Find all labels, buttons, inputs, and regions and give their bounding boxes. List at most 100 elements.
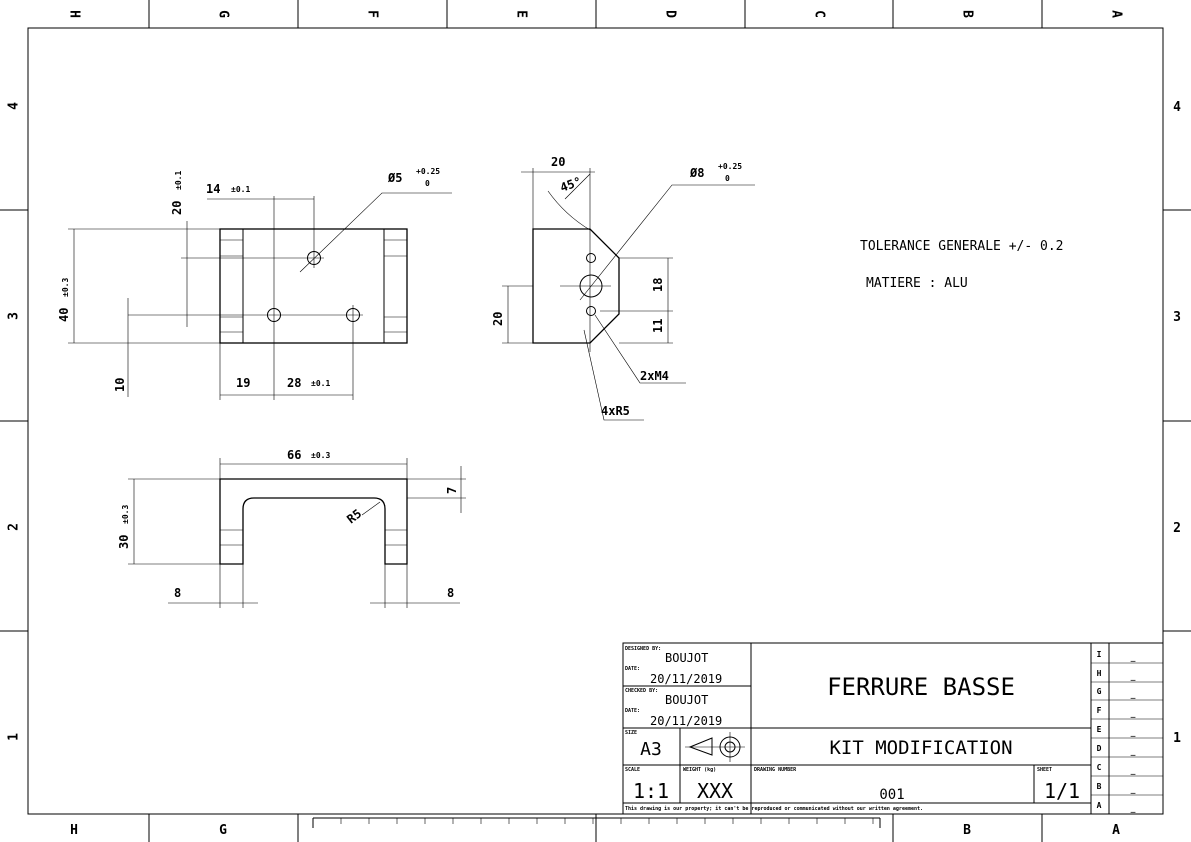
size-value: A3 xyxy=(640,739,662,760)
dim-side-20-left: 20 xyxy=(491,312,505,326)
projection-symbol-icon xyxy=(685,732,745,762)
dim-side-18: 18 xyxy=(651,278,665,292)
zone-bottom-a: A xyxy=(1112,823,1120,838)
rev-letter-e: E xyxy=(1097,725,1102,734)
designed-by: BOUJOT xyxy=(665,651,708,665)
scale-value: 1:1 xyxy=(633,779,669,803)
note-tolerance: TOLERANCE GENERALE +/- 0.2 xyxy=(860,239,1064,254)
dim-side-radius: 4xR5 xyxy=(601,404,630,418)
dim-front-66: 66 xyxy=(287,448,301,462)
weight-value: XXX xyxy=(697,779,733,803)
zone-bottom-h: H xyxy=(70,823,78,838)
dim-side-hole-tol-low: 0 xyxy=(725,174,730,183)
zone-labels-left: 4 3 2 1 xyxy=(7,102,22,741)
rev-value-h: _ xyxy=(1131,672,1136,681)
rev-letter-d: D xyxy=(1097,744,1102,753)
dim-side-angle: 45° xyxy=(558,174,583,195)
zone-right-3: 3 xyxy=(1173,310,1181,325)
dim-front-30-tol: ±0.3 xyxy=(121,505,130,524)
rev-letter-g: G xyxy=(1097,687,1102,696)
note-material: MATIERE : ALU xyxy=(866,276,968,291)
sheet-value: 1/1 xyxy=(1044,779,1080,803)
checked-by-label: CHECKED BY: xyxy=(625,688,658,694)
designed-by-label: DESIGNED BY: xyxy=(625,646,661,652)
zone-top-g: G xyxy=(216,10,231,18)
zone-labels-top: H G F E D C B A xyxy=(67,10,1124,18)
sheet-label: SHEET xyxy=(1037,767,1052,773)
zone-right-2: 2 xyxy=(1173,521,1181,536)
drawing-subtitle: KIT MODIFICATION xyxy=(829,737,1012,759)
dim-top-40: 40 xyxy=(57,308,71,322)
rev-value-i: _ xyxy=(1131,653,1136,662)
checked-by: BOUJOT xyxy=(665,693,708,707)
rev-value-d: _ xyxy=(1131,747,1136,756)
rev-letter-f: F xyxy=(1097,706,1102,715)
dim-front-radius: R5 xyxy=(344,506,364,526)
rev-letter-h: H xyxy=(1097,669,1102,678)
date-label-1: DATE: xyxy=(625,666,640,672)
zone-top-c: C xyxy=(812,10,827,18)
zone-left-1: 1 xyxy=(7,733,22,741)
dim-top-20-tol: ±0.1 xyxy=(174,171,183,190)
drawing-number: 001 xyxy=(879,787,904,803)
dim-top-14-tol: ±0.1 xyxy=(231,185,250,194)
rev-value-f: _ xyxy=(1131,709,1136,718)
side-view: 20 45° Ø8 +0.25 0 18 11 20 2xM4 4xR5 xyxy=(491,155,755,421)
zone-top-b: B xyxy=(960,10,975,18)
zone-top-a: A xyxy=(1109,10,1124,18)
drawing-title: FERRURE BASSE xyxy=(827,673,1015,701)
dim-top-hole: Ø5 xyxy=(387,171,402,185)
size-label: SIZE xyxy=(625,730,637,736)
side-thread-upper xyxy=(586,253,596,263)
zone-left-4: 4 xyxy=(7,102,22,110)
date-1: 20/11/2019 xyxy=(650,672,722,686)
zone-top-f: F xyxy=(365,10,380,18)
zone-left-2: 2 xyxy=(7,523,22,531)
zone-top-e: E xyxy=(514,10,529,18)
dim-top-hole-tol-low: 0 xyxy=(425,179,430,188)
rev-value-a: _ xyxy=(1131,804,1136,813)
zone-top-h: H xyxy=(67,10,82,18)
dim-top-28: 28 xyxy=(287,376,301,390)
rev-value-c: _ xyxy=(1131,766,1136,775)
zone-bottom-b: B xyxy=(963,823,971,838)
dim-front-30: 30 xyxy=(117,535,131,549)
side-thread-lower xyxy=(586,306,596,316)
dim-front-7: 7 xyxy=(445,487,459,494)
rev-letter-a: A xyxy=(1097,801,1102,810)
dim-front-66-tol: ±0.3 xyxy=(311,451,330,460)
dim-side-hole: Ø8 xyxy=(689,166,704,180)
dim-top-10: 10 xyxy=(113,378,127,392)
scale-label: SCALE xyxy=(625,767,640,773)
dim-top-28-tol: ±0.1 xyxy=(311,379,330,388)
zone-top-d: D xyxy=(663,10,678,18)
dim-top-19: 19 xyxy=(236,376,250,390)
dim-top-40-tol: ±0.3 xyxy=(61,278,70,297)
dim-front-8-right: 8 xyxy=(447,586,454,600)
zone-bottom-g: G xyxy=(219,823,227,838)
zone-right-4: 4 xyxy=(1173,100,1181,115)
dim-top-20: 20 xyxy=(170,201,184,215)
dim-top-hole-tol-up: +0.25 xyxy=(416,167,440,176)
zone-labels-right: 4 3 2 1 xyxy=(1173,100,1181,746)
date-2: 20/11/2019 xyxy=(650,714,722,728)
rev-value-e: _ xyxy=(1131,728,1136,737)
dim-side-thread: 2xM4 xyxy=(640,369,669,383)
date-label-2: DATE: xyxy=(625,708,640,714)
zone-right-1: 1 xyxy=(1173,731,1181,746)
revision-table: I _ H _ G _ F _ E _ D _ C _ B _ A _ xyxy=(1097,650,1136,813)
top-view: 14 ±0.1 20 ±0.1 40 ±0.3 10 19 28 ±0.1 Ø5… xyxy=(57,167,452,400)
dim-front-8-left: 8 xyxy=(174,586,181,600)
title-block: DESIGNED BY: BOUJOT DATE: 20/11/2019 CHE… xyxy=(622,642,1164,815)
dim-side-hole-tol-up: +0.25 xyxy=(718,162,742,171)
rev-letter-c: C xyxy=(1097,763,1102,772)
zone-left-3: 3 xyxy=(7,312,22,320)
dim-top-14: 14 xyxy=(206,182,220,196)
rev-letter-b: B xyxy=(1097,782,1102,791)
disclaimer: This drawing is our property; it can't b… xyxy=(625,806,923,812)
dim-side-20-top: 20 xyxy=(551,155,565,169)
dim-side-11: 11 xyxy=(651,319,665,333)
front-view: 66 ±0.3 30 ±0.3 7 R5 8 8 xyxy=(117,448,466,608)
